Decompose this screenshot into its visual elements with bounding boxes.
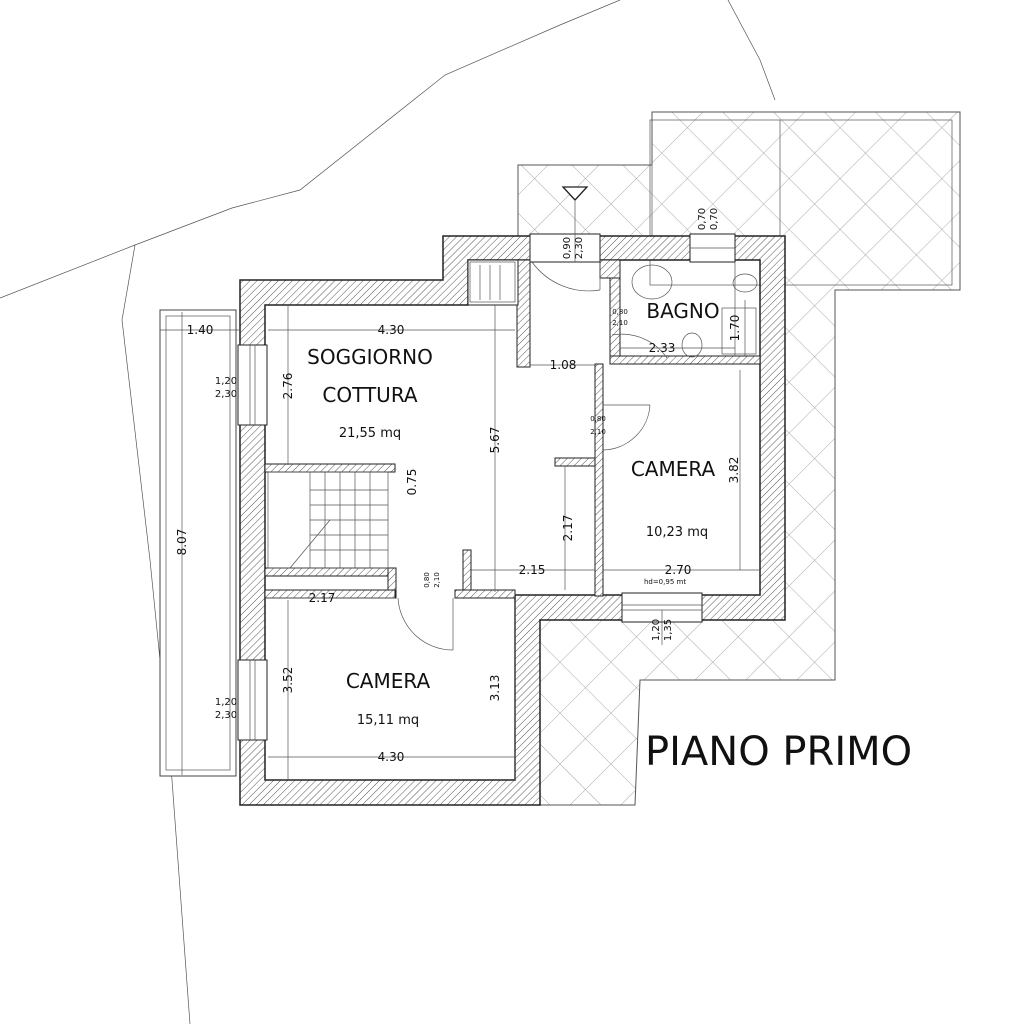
door-height: 2,10 (612, 319, 628, 327)
window-width: 1,20 (215, 376, 237, 387)
door-width: 0,80 (423, 572, 431, 588)
door-width: 0,90 (562, 237, 573, 259)
room-label-cottura: COTTURA (322, 383, 418, 407)
dim-bagno-depth: 1.70 (728, 315, 742, 342)
shower-tray (721, 307, 757, 355)
sink-icon (631, 264, 673, 300)
dim-balcony-width: 1.40 (187, 323, 214, 337)
window-height: 2,30 (215, 389, 237, 400)
dimension-lines (160, 300, 760, 780)
dim-camera1-width: 2.70 (665, 563, 692, 577)
dim-camera2-top: 2.17 (309, 591, 336, 605)
room-area-soggiorno: 21,55 mq (339, 426, 401, 441)
dim-camera2-depth-right: 3.13 (488, 675, 502, 702)
door-height: 2,10 (433, 572, 441, 588)
bidet-icon (681, 332, 703, 358)
room-area-camera-1: 10,23 mq (646, 525, 708, 540)
dim-corridor-depth: 2.17 (561, 515, 575, 542)
dim-soggiorno-width: 4.30 (378, 323, 405, 337)
dim-camera1-depth: 3.82 (727, 457, 741, 484)
door-width: 0,80 (612, 308, 628, 316)
plan-title: PIANO PRIMO (645, 729, 912, 775)
room-label-soggiorno: SOGGIORNO (307, 345, 433, 369)
door-width: 0,80 (590, 415, 606, 423)
openings (237, 233, 736, 741)
interior-walls (264, 259, 761, 599)
room-label-camera-1: CAMERA (631, 457, 716, 481)
dim-corridor-length: 2.15 (519, 563, 546, 577)
toilet-icon (732, 273, 758, 293)
door-height: 2,30 (574, 237, 585, 259)
room-label-camera-2: CAMERA (346, 669, 431, 693)
entrance-arrow-icon (561, 186, 589, 201)
dim-corridor-width: 1.08 (550, 358, 577, 372)
window-width: 1,20 (651, 619, 662, 641)
dim-soggiorno-depth: 2.76 (281, 373, 295, 400)
staircase (267, 261, 516, 569)
sill-height: hd=0,95 mt (644, 578, 686, 586)
room-label-bagno: BAGNO (646, 299, 719, 323)
door-height: 2,10 (590, 428, 606, 436)
terrain-lines (0, 0, 776, 1024)
dim-hall-length: 5.67 (488, 427, 502, 454)
dim-stair-width: 0.75 (405, 469, 419, 496)
window-width: 0,70 (697, 208, 708, 230)
dim-camera2-depth-left: 3.52 (281, 667, 295, 694)
opening-labels: 1,20 2,30 1,20 2,30 0,90 2,30 0,70 0,70 … (215, 208, 720, 721)
dim-bagno-width: 2.33 (649, 341, 676, 355)
window-height: 1,35 (663, 619, 674, 641)
bathroom-fixtures (631, 262, 758, 358)
dim-camera2-width: 4.30 (378, 750, 405, 764)
dimension-labels: 1.40 8.07 4.30 2.76 5.67 0.75 1.08 2.33 … (175, 315, 742, 764)
terraces (159, 111, 961, 806)
window-height: 0,70 (709, 208, 720, 230)
window-width: 1,20 (215, 697, 237, 708)
dim-balcony-length: 8.07 (175, 529, 189, 556)
door-swings (397, 261, 668, 651)
room-area-camera-2: 15,11 mq (357, 713, 419, 728)
window-height: 2,30 (215, 710, 237, 721)
